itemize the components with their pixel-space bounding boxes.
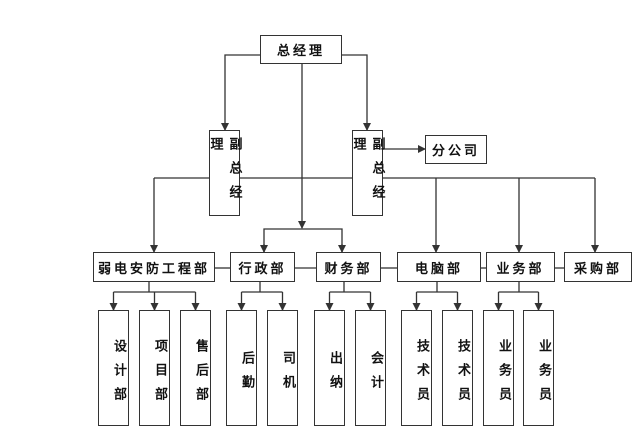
ceo-box: 总经理 bbox=[260, 35, 342, 64]
sub-unit-box: 司机 bbox=[267, 310, 298, 426]
sub-unit-box: 会计 bbox=[355, 310, 386, 426]
sub-unit-box: 后勤 bbox=[226, 310, 257, 426]
dept-computer: 电脑部 bbox=[397, 252, 481, 282]
sub-unit-box: 业务员 bbox=[523, 310, 554, 426]
dept-purchasing: 采购部 bbox=[564, 252, 632, 282]
sub-unit-box: 技术员 bbox=[442, 310, 473, 426]
sub-unit-box: 技术员 bbox=[401, 310, 432, 426]
sub-unit-box: 业务员 bbox=[483, 310, 514, 426]
vice-gm-left-box: 副总经理 bbox=[208, 130, 242, 216]
sub-unit-box: 出纳 bbox=[314, 310, 345, 426]
sub-unit-box: 项目部 bbox=[139, 310, 170, 426]
branch-office-box: 分公司 bbox=[425, 135, 487, 164]
dept-administration: 行政部 bbox=[230, 252, 295, 282]
dept-business: 业务部 bbox=[486, 252, 555, 282]
sub-unit-box: 设计部 bbox=[98, 310, 129, 426]
dept-security-engineering: 弱电安防工程部 bbox=[93, 252, 215, 282]
vice-gm-right-box: 副总经理 bbox=[351, 130, 385, 216]
dept-finance: 财务部 bbox=[316, 252, 381, 282]
sub-unit-box: 售后部 bbox=[180, 310, 211, 426]
